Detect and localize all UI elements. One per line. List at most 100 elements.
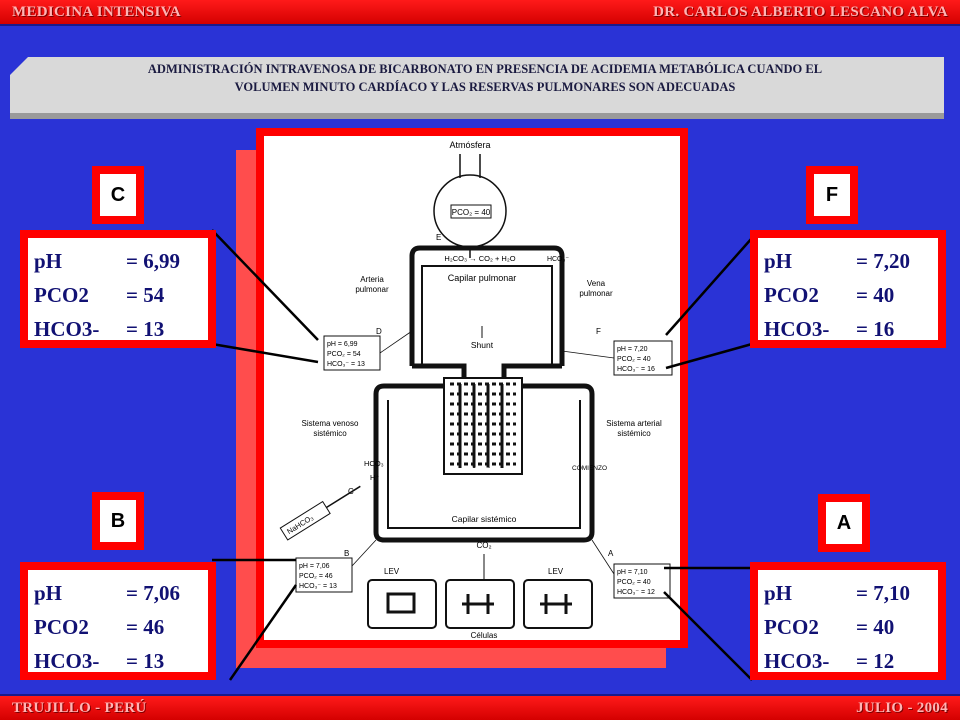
tag-c-letter: C [100,174,136,216]
pulmonary-outer-loop [409,245,565,366]
header-title: MEDICINA INTENSIVA [12,3,181,20]
figure-area: Atmósfera PCO₂ = 40 E H₂CO₃ → CO₂ + H₂O … [264,136,680,640]
slide-title-line-2: VOLUMEN MINUTO CARDÍACO Y LAS RESERVAS P… [234,80,736,94]
table-f [613,340,673,376]
label-capilar-sistemico: Capilar sistémico [452,514,517,524]
row-pco2: PCO2= 46 [34,610,208,644]
cell-left [367,579,437,629]
row-pco2: PCO2= 40 [764,610,938,644]
value-pco2: = 40 [856,283,895,307]
row-ph: pH= 7,20 [764,244,938,278]
value-pco2: = 40 [856,615,895,639]
label-pco2: PCO2 [34,283,89,307]
values-box-f: pH= 7,20 PCO2 = 40 HCO3-= 16 [750,230,946,348]
table-a-ph: pH = 7,10 [617,569,648,576]
table-a-hco3: HCO₃⁻ = 12 [617,589,655,596]
label-e: E [436,233,441,242]
label-ph: pH [764,581,793,605]
tag-c: C [92,166,144,224]
table-d-ph: pH = 6,99 [327,341,358,348]
heart-vessels [458,384,504,468]
connector-c-bottom [211,342,319,364]
row-ph: pH = 6,99 [34,244,208,278]
value-ph: = 6,99 [126,249,180,273]
systemic-outer-loop [373,383,595,543]
label-pco2: PCO2 [764,283,819,307]
connector-c-top [211,229,319,341]
header-bar: MEDICINA INTENSIVA DR. CARLOS ALBERTO LE… [0,0,960,26]
value-pco2: = 54 [126,283,165,307]
syringe-needle [326,485,361,509]
row-ph: pH = 7,10 [764,576,938,610]
label-co2: CO₂ [476,541,491,550]
table-b-pointer [351,539,377,567]
label-arterial-1: Sistema arterial [606,419,662,428]
tag-f-letter: F [814,174,850,216]
flask-pco2-box [450,204,492,219]
footer-location: TRUJILLO - PERÚ [12,699,147,716]
label-arterial-2: sistémico [617,429,651,438]
label-arteria-2: pulmonar [355,285,389,294]
label-lev-right: LEV [548,567,564,576]
value-ph: = 7,06 [126,581,180,605]
row-hco3: HCO3- = 13 [34,312,208,346]
values-box-a: pH = 7,10 PCO2= 40 HCO3-= 12 [750,562,946,680]
label-atmosfera: Atmósfera [449,140,490,150]
row-hco3: HCO3- = 13 [34,644,208,678]
table-a-pointer [591,539,615,575]
label-b: B [344,549,349,558]
cell-middle-nucleus [462,594,494,614]
row-hco3: HCO3-= 12 [764,644,938,678]
row-pco2: PCO2 = 40 [764,278,938,312]
value-hco3: = 13 [126,317,165,341]
connector-f-bottom [665,342,753,370]
flask-neck [459,154,481,178]
figure-frame: Atmósfera PCO₂ = 40 E H₂CO₃ → CO₂ + H₂O … [256,128,688,648]
label-hco3: HCO3- [34,649,100,673]
tag-b-letter: B [100,500,136,542]
label-capilar-pulmonar: Capilar pulmonar [448,273,517,283]
label-vena-2: pulmonar [579,289,613,298]
pulmonary-inner-loop [421,265,553,366]
label-f: F [596,327,601,336]
title-banner [10,57,944,119]
label-pco2-40: PCO₂ = 40 [452,208,491,217]
values-box-c: pH = 6,99 PCO2 = 54 HCO3- = 13 [20,230,216,348]
table-d-pco2: PCO₂ = 54 [327,351,361,358]
tag-a: A [818,494,870,552]
label-venoso-1: Sistema venoso [302,419,359,428]
table-f-ph: pH = 7,20 [617,346,648,353]
value-hco3: = 13 [126,649,165,673]
row-hco3: HCO3-= 16 [764,312,938,346]
label-hco3-top: HCO₃⁻ [547,256,569,263]
footer-date: JULIO - 2004 [856,699,948,716]
table-b-pco2: PCO₂ = 46 [299,573,333,580]
values-box-b: pH = 7,06 PCO2= 46 HCO3- = 13 [20,562,216,680]
cell-right-nucleus [540,594,572,614]
tag-b: B [92,492,144,550]
connector-a-bottom [663,591,753,681]
label-lev-left: LEV [384,567,400,576]
row-pco2: PCO2 = 54 [34,278,208,312]
value-ph: = 7,10 [856,581,910,605]
label-celulas: Células [471,631,498,640]
table-a-pco2: PCO₂ = 40 [617,579,651,586]
table-d [323,335,381,371]
label-a: A [608,549,614,558]
label-ph: pH [34,249,63,273]
table-b-ph: pH = 7,06 [299,563,330,570]
tag-f: F [806,166,858,224]
label-hco3: HCO3- [34,317,100,341]
value-ph: = 7,20 [856,249,910,273]
table-f-pointer [561,350,615,359]
table-d-pointer [379,330,413,354]
table-a [613,563,671,599]
label-ph: pH [34,581,63,605]
label-hco3-venous: HCO₃ [364,459,384,468]
tag-a-letter: A [826,502,862,544]
row-ph: pH = 7,06 [34,576,208,610]
table-d-hco3: HCO₃⁻ = 13 [327,361,365,368]
label-venoso-2: sistémico [313,429,347,438]
label-d: D [376,327,382,336]
label-h-plus: H⁺ [370,473,379,482]
